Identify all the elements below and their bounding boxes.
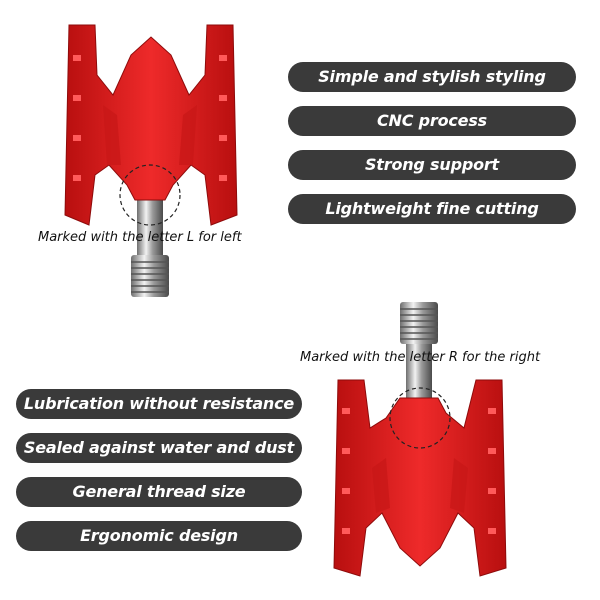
feature-pill-simple-styling: Simple and stylish styling [288,62,576,92]
feature-pill-lubrication: Lubrication without resistance [16,389,302,419]
left-pedal-image [64,24,238,297]
feature-pill-ergonomic: Ergonomic design [16,521,302,551]
right-pedal-caption: Marked with the letter R for the right [300,350,541,365]
feature-pill-sealed: Sealed against water and dust [16,433,302,463]
feature-pill-lightweight-cutting: Lightweight fine cutting [288,194,576,224]
feature-pill-strong-support: Strong support [288,150,576,180]
right-pedal-image [333,302,507,577]
feature-pill-thread-size: General thread size [16,477,302,507]
feature-pill-cnc-process: CNC process [288,106,576,136]
left-pedal-caption: Marked with the letter L for left [38,230,242,245]
